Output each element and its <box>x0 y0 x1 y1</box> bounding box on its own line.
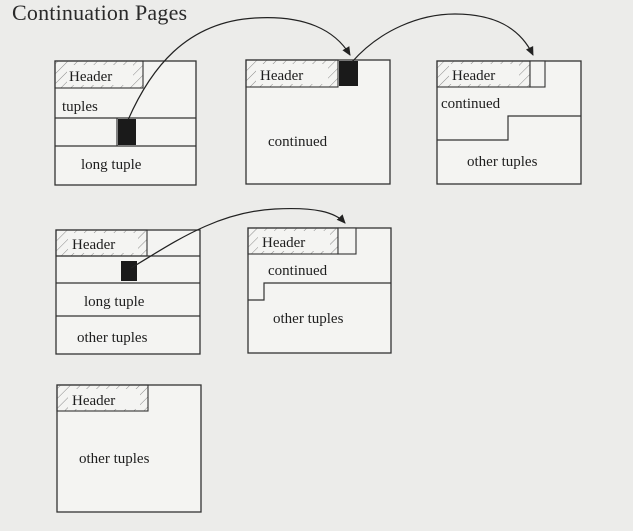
header-label: Header <box>262 235 305 251</box>
header-label: Header <box>260 68 303 84</box>
long-tuple-label: long tuple <box>81 157 142 173</box>
page-title: Continuation Pages <box>12 0 188 25</box>
header-label-bg <box>449 64 519 84</box>
section-divider <box>437 115 581 141</box>
continuation-arrow <box>130 207 346 269</box>
long-tuple-label: long tuple <box>84 294 145 310</box>
other-tuples-label: other tuples <box>79 451 150 467</box>
pointer-block <box>121 261 137 281</box>
header-label-bg <box>67 65 133 85</box>
header-label: Header <box>69 69 112 85</box>
header-label-bg <box>68 389 140 409</box>
continued-label: continued <box>268 134 328 150</box>
page-row2-2: Header continued other tuples <box>247 227 392 354</box>
header-label: Header <box>72 237 115 253</box>
tuples-label: tuples <box>62 99 98 115</box>
empty-pointer-slot <box>337 227 357 255</box>
other-tuples-label: other tuples <box>273 311 344 327</box>
header-label: Header <box>452 68 495 84</box>
page-row3-1: Header other tuples <box>56 384 202 513</box>
page-row1-2: Header continued <box>245 59 391 185</box>
continued-label: continued <box>268 263 328 279</box>
continuation-arrow <box>351 13 534 63</box>
header-label-bg <box>258 231 330 251</box>
other-tuples-label: other tuples <box>77 330 148 346</box>
page-row1-3: Header continued other tuples <box>436 60 582 185</box>
pointer-block <box>339 61 358 86</box>
continued-label: continued <box>441 96 501 112</box>
other-tuples-label: other tuples <box>467 154 538 170</box>
header-label-bg <box>256 64 328 84</box>
page-row1-1: Header tuples long tuple <box>54 60 197 186</box>
header-label-bg <box>68 233 138 253</box>
pointer-block <box>118 119 136 145</box>
section-divider <box>248 282 391 301</box>
header-label: Header <box>72 393 115 409</box>
empty-pointer-slot <box>529 60 546 88</box>
page-row2-1: Header long tuple other tuples <box>55 229 201 355</box>
continuation-arrow <box>127 17 351 121</box>
